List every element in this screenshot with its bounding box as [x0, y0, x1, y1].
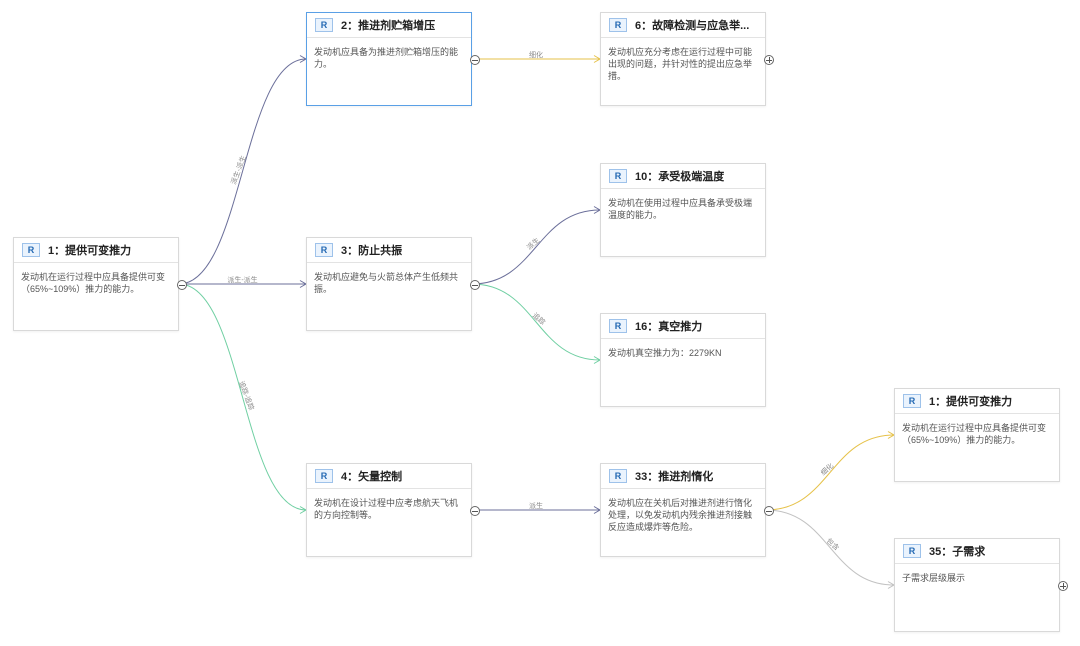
- requirement-badge: R: [903, 544, 921, 558]
- node-header: R 10：承受极端温度: [601, 164, 765, 189]
- node-header: R 2：推进剂贮箱增压: [307, 13, 471, 38]
- requirement-node-4[interactable]: R 4：矢量控制 发动机在设计过程中应考虑航天飞机的方向控制等。: [306, 463, 472, 557]
- edge-n1-n4: [178, 283, 307, 511]
- requirement-node-1-repeat[interactable]: R 1：提供可变推力 发动机在运行过程中应具备提供可变（65%~109%）推力的…: [894, 388, 1060, 482]
- node-title: 35：子需求: [929, 546, 986, 558]
- requirement-node-2[interactable]: R 2：推进剂贮箱增压 发动机应具备为推进剂贮箱增压的能力。: [306, 12, 472, 106]
- requirement-node-3[interactable]: R 3：防止共振 发动机应避免与火箭总体产生低频共振。: [306, 237, 472, 331]
- edge-label: 派生: [525, 236, 541, 252]
- node-title: 16：真空推力: [635, 321, 703, 333]
- node-title: 33：推进剂惰化: [635, 471, 714, 483]
- node-title: 10：承受极端温度: [635, 171, 725, 183]
- node-description: 子需求层级展示: [902, 573, 966, 583]
- requirement-node-33[interactable]: R 33：推进剂惰化 发动机应在关机后对推进剂进行惰化处理，以免发动机内残余推进…: [600, 463, 766, 557]
- requirement-node-10[interactable]: R 10：承受极端温度 发动机在使用过程中应具备承受极端温度的能力。: [600, 163, 766, 257]
- edge-label: 细化: [529, 50, 543, 59]
- requirement-badge: R: [609, 319, 627, 333]
- requirement-badge: R: [903, 394, 921, 408]
- collapse-toggle-icon[interactable]: [177, 280, 187, 290]
- node-title: 1：提供可变推力: [929, 396, 1013, 408]
- requirement-badge: R: [609, 469, 627, 483]
- node-header: R 35：子需求: [895, 539, 1059, 564]
- edge-label: 细化: [819, 461, 835, 477]
- edge-label: 派生-派生: [227, 275, 257, 284]
- requirement-node-1[interactable]: R 1：提供可变推力 发动机在运行过程中应具备提供可变（65%~109%）推力的…: [13, 237, 179, 331]
- requirement-node-35[interactable]: R 35：子需求 子需求层级展示: [894, 538, 1060, 632]
- edge-label: 派生: [529, 501, 543, 510]
- expand-toggle-icon[interactable]: [764, 55, 774, 65]
- edge-n1-n2: [178, 58, 307, 285]
- node-title: 3：防止共振: [341, 245, 403, 257]
- edge-n3-n10: [471, 209, 601, 285]
- node-description: 发动机在使用过程中应具备承受极端温度的能力。: [608, 198, 753, 220]
- node-description: 发动机在运行过程中应具备提供可变（65%~109%）推力的能力。: [902, 423, 1047, 445]
- node-title: 1：提供可变推力: [48, 245, 132, 257]
- node-description: 发动机应避免与火箭总体产生低频共振。: [314, 272, 459, 294]
- node-description: 发动机在运行过程中应具备提供可变（65%~109%）推力的能力。: [21, 272, 166, 294]
- edge-n3-n16: [471, 283, 601, 361]
- requirement-badge: R: [315, 243, 333, 257]
- node-header: R 1：提供可变推力: [14, 238, 178, 263]
- node-header: R 6：故障检测与应急举...: [601, 13, 765, 38]
- node-description: 发动机在设计过程中应考虑航天飞机的方向控制等。: [314, 498, 459, 520]
- collapse-toggle-icon[interactable]: [764, 506, 774, 516]
- node-description: 发动机应具备为推进剂贮箱增压的能力。: [314, 47, 459, 69]
- requirement-node-16[interactable]: R 16：真空推力 发动机真空推力为：2279KN: [600, 313, 766, 407]
- node-header: R 4：矢量控制: [307, 464, 471, 489]
- requirement-badge: R: [22, 243, 40, 257]
- edge-label: 追踪: [531, 311, 547, 327]
- node-description: 发动机应在关机后对推进剂进行惰化处理，以免发动机内残余推进剂接触反应造成爆炸等危…: [608, 498, 753, 532]
- edge-n33-n35: [765, 509, 895, 586]
- node-header: R 1：提供可变推力: [895, 389, 1059, 414]
- requirement-badge: R: [609, 169, 627, 183]
- collapse-toggle-icon[interactable]: [470, 506, 480, 516]
- node-description: 发动机真空推力为：2279KN: [608, 348, 722, 358]
- node-title: 6：故障检测与应急举...: [635, 20, 750, 32]
- requirement-badge: R: [609, 18, 627, 32]
- requirement-node-6[interactable]: R 6：故障检测与应急举... 发动机应充分考虑在运行过程中可能出现的问题，并针…: [600, 12, 766, 106]
- node-description: 发动机应充分考虑在运行过程中可能出现的问题，并针对性的提出应急举措。: [608, 47, 753, 81]
- node-header: R 3：防止共振: [307, 238, 471, 263]
- requirement-badge: R: [315, 469, 333, 483]
- node-title: 4：矢量控制: [341, 471, 403, 483]
- node-header: R 33：推进剂惰化: [601, 464, 765, 489]
- node-header: R 16：真空推力: [601, 314, 765, 339]
- requirement-badge: R: [315, 18, 333, 32]
- edge-label: 派生-派生: [229, 154, 248, 186]
- edge-label: 追踪-追踪: [237, 380, 256, 412]
- collapse-toggle-icon[interactable]: [470, 55, 480, 65]
- edge-label: 包含: [825, 536, 841, 552]
- node-title: 2：推进剂贮箱增压: [341, 20, 436, 32]
- edge-n33-n1b: [765, 434, 895, 511]
- collapse-toggle-icon[interactable]: [470, 280, 480, 290]
- expand-toggle-icon[interactable]: [1058, 581, 1068, 591]
